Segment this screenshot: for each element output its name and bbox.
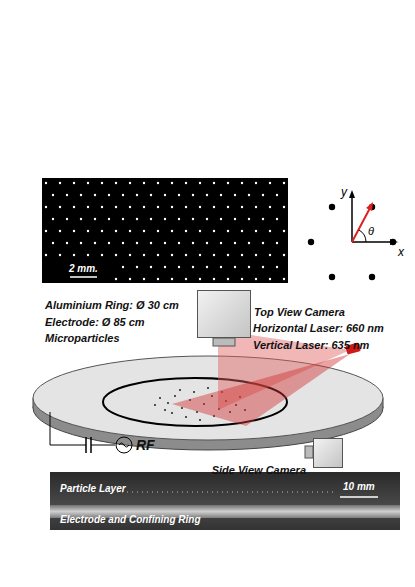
angle-label: θ (368, 226, 374, 237)
signal-label: RF (136, 438, 155, 452)
part-label: Aluminium Ring: Ø 30 cm (45, 300, 179, 311)
axis-label: x (398, 246, 404, 258)
part-label: Vertical Laser: 635 nm (253, 340, 369, 351)
part-label: Horizontal Laser: 660 nm (253, 323, 384, 334)
part-label: Electrode: Ø 85 cm (45, 317, 145, 328)
camera-box: Side View Camera (313, 438, 343, 468)
camera-box: Top View Camera (197, 290, 251, 338)
micrograph-panel: 2 mm. (42, 178, 288, 283)
axis-label: y (341, 186, 347, 198)
camera-label: Top View Camera (254, 307, 345, 318)
scale-label: 2 mm. (69, 264, 98, 274)
rf-circuit (50, 412, 132, 453)
side-image-panel: Particle LayerElectrode and Confining Ri… (50, 472, 400, 530)
scale-label: 10 mm (343, 482, 375, 492)
layer-label: Particle Layer (60, 484, 126, 494)
part-label: Microparticles (45, 333, 120, 344)
hexagon-cell (308, 190, 398, 280)
layer-label: Electrode and Confining Ring (60, 515, 201, 525)
camera-label: Side View Camera (212, 465, 306, 476)
